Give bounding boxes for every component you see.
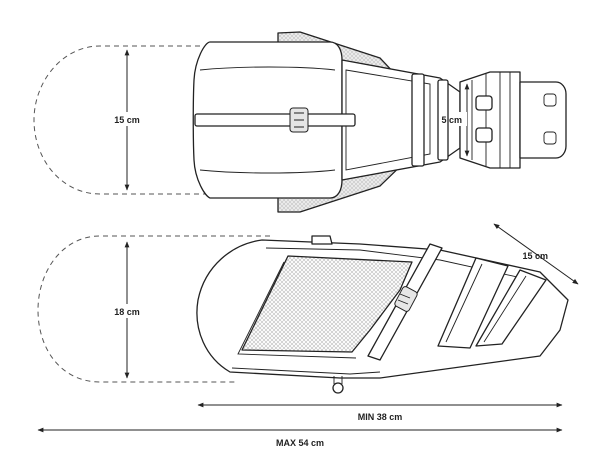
top-roll-fold-lines bbox=[199, 66, 336, 174]
top-post-strap-2 bbox=[437, 79, 449, 161]
diagonal-label: 15 cm bbox=[522, 251, 548, 261]
side-d-ring bbox=[332, 382, 344, 394]
side-height-label: 18 cm bbox=[114, 307, 140, 317]
side-buckle-detail bbox=[397, 293, 411, 305]
min-length-label: MIN 38 cm bbox=[358, 412, 403, 422]
top-seatpost-mount bbox=[459, 71, 521, 169]
side-stripe-inner-lines bbox=[445, 263, 527, 343]
top-rail-clamp-slot-1 bbox=[543, 93, 557, 107]
top-rail-clamp bbox=[519, 81, 567, 159]
top-post-strap-1 bbox=[411, 73, 425, 167]
top-mount-clamp-upper bbox=[475, 95, 493, 111]
top-view: 15 cm 5 cm bbox=[33, 31, 567, 213]
top-expansion-dashed-outline bbox=[33, 45, 205, 195]
top-mount-ribs bbox=[471, 72, 511, 168]
side-mesh-pocket-border bbox=[237, 261, 357, 359]
max-length-label: MAX 54 cm bbox=[276, 438, 324, 448]
mount-width-label: 5 cm bbox=[441, 115, 462, 125]
side-strap-buckle bbox=[394, 286, 418, 312]
side-mesh-pocket bbox=[241, 255, 413, 353]
side-d-ring-tab bbox=[333, 376, 343, 384]
top-buckle-detail bbox=[294, 112, 304, 128]
top-mount-clamp-lower bbox=[475, 127, 493, 143]
side-bottom-edge bbox=[231, 367, 381, 375]
diagonal-dimension-line bbox=[493, 223, 579, 285]
top-inner-panel bbox=[345, 69, 431, 171]
side-top-tab bbox=[311, 235, 333, 245]
top-compression-strap bbox=[194, 113, 356, 127]
top-rail-clamp-slot-2 bbox=[543, 131, 557, 145]
length-dimensions: MIN 38 cm MAX 54 cm bbox=[37, 402, 563, 448]
top-height-label: 15 cm bbox=[114, 115, 140, 125]
side-view: 18 cm 15 cm bbox=[37, 223, 579, 394]
